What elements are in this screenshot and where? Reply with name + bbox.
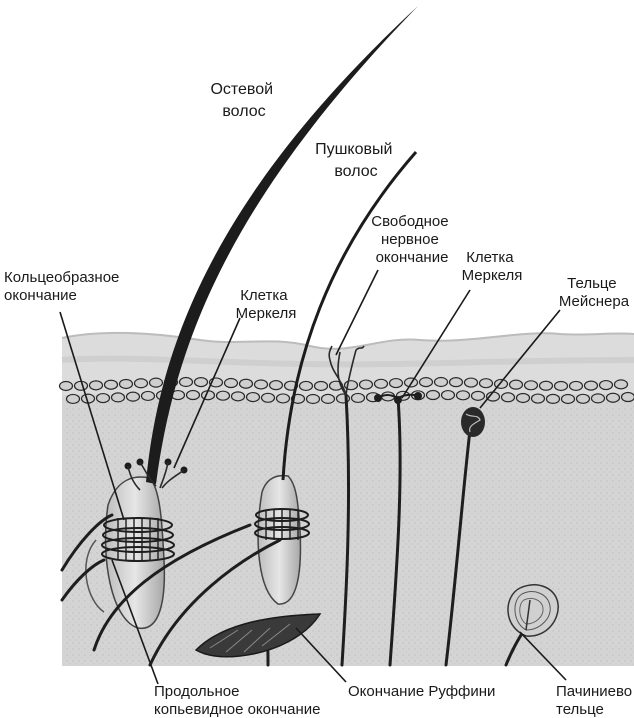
vellus-hair — [281, 151, 418, 481]
basal-cell — [448, 377, 464, 388]
basal-cell — [613, 379, 629, 390]
label-pacinian-corpuscle: Пачиниево тельце — [556, 683, 634, 718]
basal-cell — [148, 377, 164, 388]
basal-cell — [230, 391, 246, 402]
basal-cell — [185, 389, 201, 401]
basal-cell — [140, 390, 156, 402]
leader-lines — [59, 269, 567, 685]
basal-cell — [95, 392, 111, 404]
basal-cell — [583, 380, 599, 391]
basal-cell — [268, 380, 284, 391]
basal-cell — [215, 390, 231, 401]
basal-cell — [58, 380, 74, 392]
basal-cell — [245, 391, 261, 403]
label-guard-hair: Остевой волос — [210, 81, 277, 120]
basal-cell — [275, 393, 291, 404]
basal-cell — [560, 393, 576, 405]
basal-cell — [65, 393, 81, 405]
basal-cell — [568, 380, 584, 392]
basal-cell — [500, 392, 516, 403]
label-merkel-cell-right: Клетка Меркеля — [462, 249, 523, 284]
basal-cell — [103, 379, 119, 390]
basal-cell — [515, 392, 531, 404]
merkel-disc-ending — [374, 392, 422, 404]
basal-cell — [590, 393, 606, 404]
basal-cell — [553, 380, 569, 392]
epidermis-stratum-line — [61, 355, 634, 368]
basal-cell — [433, 376, 449, 388]
basal-cell — [455, 390, 471, 401]
basal-cell — [350, 392, 366, 404]
basal-cell — [605, 392, 621, 403]
basal-cell — [388, 377, 404, 389]
label-ruffini-ending: Окончание Руффини — [348, 683, 495, 700]
label-free-nerve-ending: Свободное нервное окончание — [371, 213, 452, 266]
basal-cell — [478, 378, 494, 389]
label-merkel-cell-left: Клетка Меркеля — [236, 287, 297, 322]
basal-cell — [178, 376, 194, 388]
basal-cell — [470, 390, 486, 401]
basal-cell — [313, 380, 329, 392]
basal-cell — [193, 376, 209, 388]
label-vellus-hair: Пушковый волос — [315, 141, 397, 180]
epidermis-surface-line — [61, 331, 634, 350]
ruffini-ending — [194, 613, 322, 658]
basal-cell — [110, 392, 126, 403]
label-meissner-corpuscle: Тельце Мейснера — [559, 275, 630, 310]
basal-cell — [598, 379, 614, 391]
basal-cell — [118, 378, 134, 390]
guard-follicle-sensory-fibers — [127, 461, 185, 491]
basal-cell — [440, 389, 456, 401]
basal-cell — [418, 377, 434, 388]
basal-cell — [463, 377, 479, 388]
basal-cell — [358, 379, 374, 390]
basal-cell — [538, 380, 554, 391]
basal-cell — [223, 377, 239, 389]
basal-cell — [620, 391, 634, 403]
basal-cell — [125, 391, 141, 402]
meissner-corpuscle — [461, 407, 485, 437]
guard-hair-follicle — [85, 476, 175, 629]
basal-cell — [373, 378, 389, 389]
basal-cell — [253, 379, 269, 390]
basal-cell — [298, 380, 314, 392]
basal-cell — [575, 393, 591, 404]
basal-cell — [133, 378, 149, 389]
basal-cell — [305, 393, 321, 405]
label-ring-ending: Кольцеобразное окончание — [4, 269, 124, 304]
free-nerve-ending-branches — [328, 345, 365, 396]
basal-cell — [88, 380, 104, 391]
basal-cell — [320, 393, 336, 404]
basal-cell — [238, 378, 254, 389]
basal-cell — [425, 389, 441, 401]
basal-cell — [545, 393, 561, 405]
basal-cell — [260, 392, 276, 403]
pacinian-corpuscle — [507, 584, 559, 637]
label-longitudinal-ending: Продольное копьевидное окончание — [154, 683, 320, 718]
basal-cell — [530, 393, 546, 404]
basal-cell — [523, 380, 539, 391]
basal-cell — [508, 379, 524, 390]
